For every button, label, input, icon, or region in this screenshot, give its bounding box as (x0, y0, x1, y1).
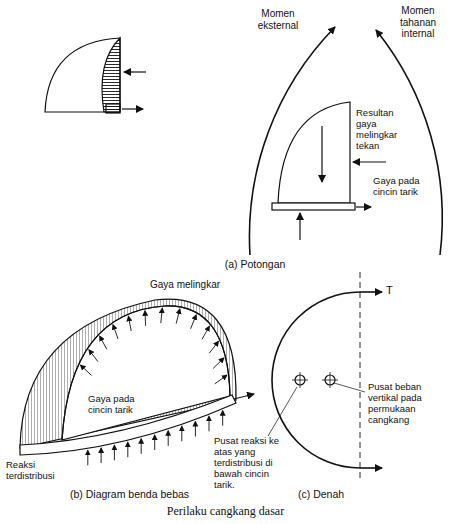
force-arrow (209, 341, 218, 353)
reaction-arrow (299, 213, 300, 240)
ring-hatch (106, 104, 120, 113)
label-text: Gaya pada cincin tarik (88, 394, 150, 416)
force-arrow (81, 365, 92, 375)
force-arrow (154, 435, 155, 450)
label-text: Pusat reaksi ke atas yang terdistribusi … (214, 436, 290, 491)
force-arrow (122, 108, 143, 109)
force-arrow (176, 309, 180, 324)
tension-arrow (360, 467, 382, 469)
half-ring (272, 292, 360, 468)
force-arrow (127, 442, 128, 457)
ring-force-arrow (234, 394, 254, 399)
load-centre (322, 372, 338, 388)
force-arrow (181, 426, 182, 441)
cut-face (62, 306, 230, 440)
label-text: Reaksi terdistribusi (6, 460, 70, 482)
force-arrow (213, 358, 224, 369)
force-arrow (202, 326, 209, 339)
force-arrow (100, 336, 107, 349)
force-arrow (195, 422, 196, 437)
label-text: Gaya melingkar (150, 279, 240, 291)
force-arrow (89, 350, 98, 362)
force-arrow (209, 416, 210, 431)
cut-edge (62, 306, 230, 440)
label-text: Pusat beban vertikal pada permukaan cang… (368, 382, 446, 426)
stress-hatch (102, 38, 120, 112)
hoop-force-arrow (353, 161, 386, 162)
force-arrow (124, 71, 146, 72)
plan-view (268, 272, 382, 482)
dome-outline (45, 38, 120, 112)
force-arrow (101, 448, 102, 463)
label-text: Momen tahanan internal (390, 5, 446, 40)
shell-surface (20, 299, 236, 448)
label-text: Gaya pada cincin tarik (373, 176, 431, 198)
force-arrow (222, 411, 223, 426)
force-arrow (145, 311, 147, 326)
force-arrows (81, 308, 227, 465)
figure-caption: Perilaku cangkang dasar (0, 505, 451, 519)
dome-section-small (45, 38, 146, 113)
moment-arcs (249, 27, 442, 255)
label-text: T (386, 284, 400, 297)
leader-line (334, 383, 365, 392)
ring-force-arrow (356, 206, 371, 207)
force-arrow (215, 375, 227, 384)
internal-moment-arc (376, 30, 442, 255)
label-text: Momen eksternal (242, 8, 314, 31)
label-text: (b) Diagram benda bebas (70, 488, 210, 500)
force-arrow (168, 431, 169, 446)
label-text: (a) Potongan (200, 258, 310, 270)
tension-ring (272, 203, 355, 210)
force-arrow (113, 325, 118, 339)
force-arrow (128, 316, 131, 331)
label-text: (c) Denah (298, 488, 378, 500)
tension-arrow (360, 291, 382, 293)
force-arrow (161, 308, 163, 323)
force-arrow (87, 450, 88, 465)
label-text: Resultan gaya melingkar tekan (356, 108, 416, 152)
reaction-centre (292, 372, 308, 388)
force-arrow (141, 439, 142, 454)
axis-line (360, 272, 361, 482)
vertical-load-arrow (321, 126, 322, 182)
force-arrow (114, 445, 115, 460)
leader-line (268, 387, 297, 436)
dome-outline (278, 102, 350, 203)
force-arrow (191, 315, 197, 329)
